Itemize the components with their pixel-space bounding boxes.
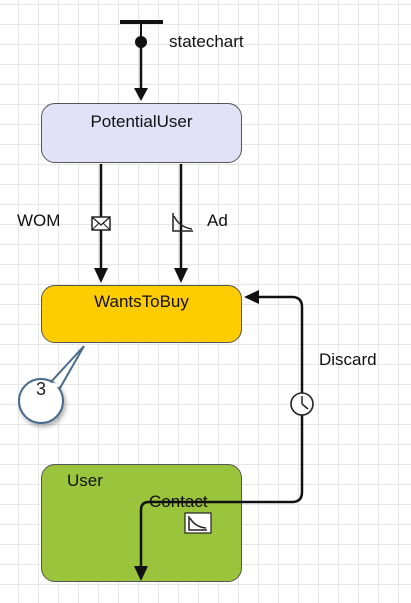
clock-icon bbox=[290, 392, 314, 416]
initial-state-label: statechart bbox=[169, 32, 244, 51]
state-potential-user[interactable]: PotentialUser bbox=[41, 103, 242, 163]
initial-transition-arrowhead bbox=[134, 88, 148, 101]
callout-number: 3 bbox=[35, 379, 46, 399]
wom-transition-arrowhead bbox=[94, 268, 108, 283]
envelope-icon bbox=[91, 216, 111, 231]
state-potential-user-label: PotentialUser bbox=[90, 112, 193, 131]
rate-icon bbox=[172, 213, 193, 232]
state-wants-to-buy-label: WantsToBuy bbox=[94, 292, 189, 311]
initial-dot[interactable] bbox=[135, 36, 147, 48]
state-user-label: User bbox=[67, 471, 103, 490]
ad-transition-label: Ad bbox=[207, 211, 228, 230]
state-user[interactable]: User bbox=[41, 464, 242, 582]
state-wants-to-buy[interactable]: WantsToBuy bbox=[41, 285, 242, 343]
ad-transition-arrowhead bbox=[174, 268, 188, 283]
discard-transition-label: Discard bbox=[319, 350, 377, 369]
callout-mask bbox=[51, 382, 60, 388]
contact-transition-label: Contact bbox=[149, 492, 208, 511]
callout-circle bbox=[18, 378, 64, 424]
discard-transition-arrowhead bbox=[244, 290, 259, 304]
wom-transition-label: WOM bbox=[17, 211, 61, 230]
